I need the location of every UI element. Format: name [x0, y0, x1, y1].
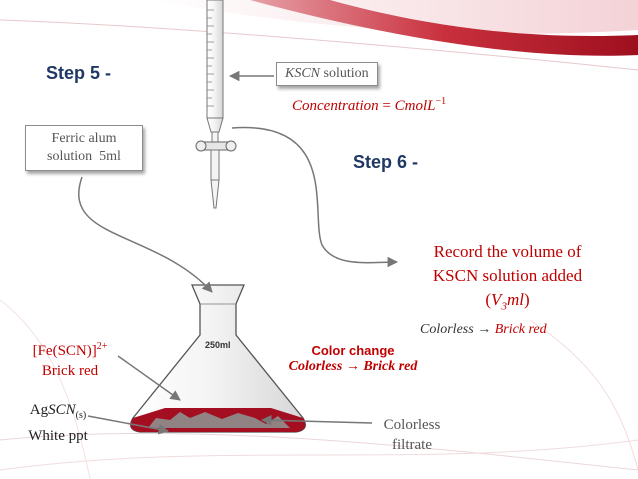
kscn-formula: KSCN: [285, 66, 321, 81]
color-note: Colorless → Brick red: [420, 322, 547, 338]
color-change-to: Brick red: [363, 359, 418, 374]
ferric-line1: Ferric alum: [51, 131, 117, 146]
complex-formula: [Fe(SCN)]2+: [22, 337, 118, 361]
record-paren-close: ): [523, 290, 530, 309]
complex-pointer-arrow: [117, 355, 181, 401]
precipitate-desc: White ppt: [28, 428, 88, 444]
burette-icon: [195, 0, 237, 209]
precipitate-formula: AgSCN(s): [22, 400, 94, 426]
complex-charge: 2+: [96, 341, 108, 352]
filtrate-pointer-arrow: [260, 415, 373, 426]
concentration-eq: =: [378, 98, 395, 114]
burette-to-record-curve: [231, 126, 399, 268]
color-note-from: Colorless: [420, 322, 474, 337]
precipitate-layer: [148, 412, 290, 428]
concentration-rhs: CmolL: [394, 98, 436, 114]
concentration-sup: −1: [435, 96, 447, 107]
color-change-formula: Colorless → Brick red: [268, 359, 438, 375]
record-ml: ml: [506, 290, 524, 309]
complex-ion-label: [Fe(SCN)]2+ Brick red: [22, 337, 118, 381]
complex-desc: Brick red: [41, 363, 99, 379]
precipitate-scn: SCN: [48, 402, 76, 418]
color-change-arrow: →: [342, 359, 364, 374]
step6-title: Step 6 -: [353, 152, 419, 172]
filtrate-line1: Colorless: [383, 417, 441, 433]
concentration-lhs: Concentration: [292, 98, 379, 114]
precipitate-state: (s): [75, 410, 87, 421]
record-line2: KSCN solution added: [432, 266, 583, 285]
kscn-solution-box: KSCN solution: [276, 62, 378, 86]
complex-formula-text: [Fe(SCN)]: [32, 343, 97, 359]
color-note-arrow: →: [473, 322, 495, 337]
record-sub: 3: [501, 300, 507, 313]
ferric-line2: solution 5ml: [47, 149, 121, 164]
color-change-block: Color change Colorless → Brick red: [268, 343, 438, 375]
filtrate-label: Colorless filtrate: [372, 415, 452, 455]
color-change-from: Colorless: [288, 359, 343, 374]
record-line3: (V3ml): [400, 288, 615, 318]
concentration-text: Concentration = CmolL−1: [292, 96, 446, 115]
step5-title: Step 5 -: [46, 63, 112, 83]
ppt-pointer-arrow: [87, 415, 170, 435]
ferric-alum-box: Ferric alum solution 5ml: [25, 125, 143, 171]
record-v: V: [491, 290, 502, 309]
precipitate-ag: Ag: [29, 402, 49, 418]
filtrate-line2: filtrate: [392, 437, 432, 453]
flask-volume-label: 250ml: [205, 340, 231, 350]
kscn-label: solution: [320, 66, 369, 81]
ferric-to-flask-curve: [78, 176, 213, 293]
record-line1: Record the volume of: [433, 242, 582, 261]
color-note-to: Brick red: [494, 322, 547, 337]
color-change-title: Color change: [311, 343, 395, 358]
record-paren-open: (: [485, 290, 492, 309]
record-volume-text: Record the volume of KSCN solution added…: [400, 240, 615, 318]
precipitate-label: AgSCN(s) White ppt: [22, 400, 94, 446]
top-red-swoosh: [250, 0, 638, 56]
